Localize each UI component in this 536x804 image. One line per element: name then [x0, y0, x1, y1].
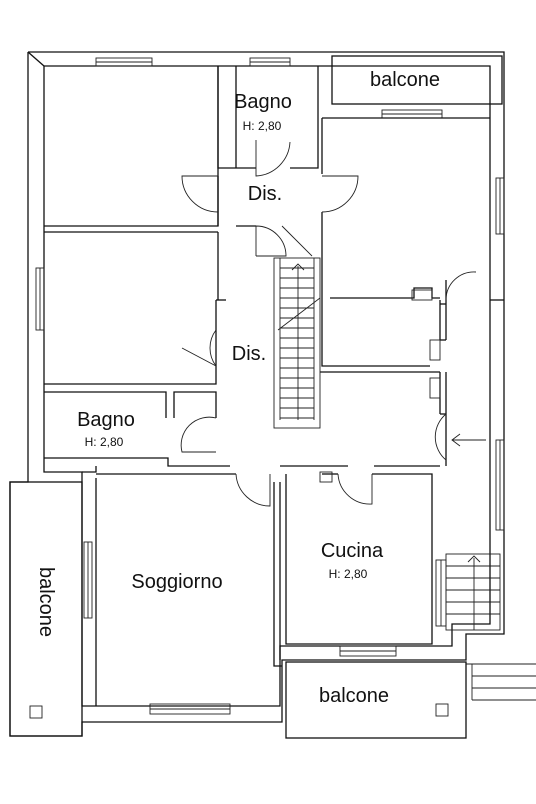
label-soggiorno: Soggiorno — [131, 571, 222, 593]
door-swings — [180, 140, 477, 507]
height-bagno-top: H: 2,80 — [243, 119, 282, 133]
label-bagno-top: Bagno — [234, 91, 292, 113]
label-dis-top: Dis. — [248, 183, 282, 205]
label-bagno-left: Bagno — [77, 409, 135, 431]
height-bagno-left: H: 2,80 — [85, 435, 124, 449]
main-stairs — [273, 257, 321, 429]
balcony-top — [331, 55, 503, 105]
label-balcone-left: balcone — [35, 567, 57, 637]
windows — [35, 57, 505, 715]
balcony-left — [9, 481, 83, 737]
label-balcone-bottom: balcone — [319, 685, 389, 707]
columns — [29, 289, 449, 719]
label-dis-mid: Dis. — [232, 343, 266, 365]
side-stairs — [445, 553, 501, 631]
interior-walls — [44, 66, 504, 706]
entry-arrow-icon — [451, 433, 486, 447]
height-cucina: H: 2,80 — [329, 567, 368, 581]
balcony-bottom — [285, 661, 467, 739]
label-balcone-top: balcone — [370, 69, 440, 91]
exterior-rails — [466, 663, 536, 701]
label-cucina: Cucina — [321, 540, 384, 562]
